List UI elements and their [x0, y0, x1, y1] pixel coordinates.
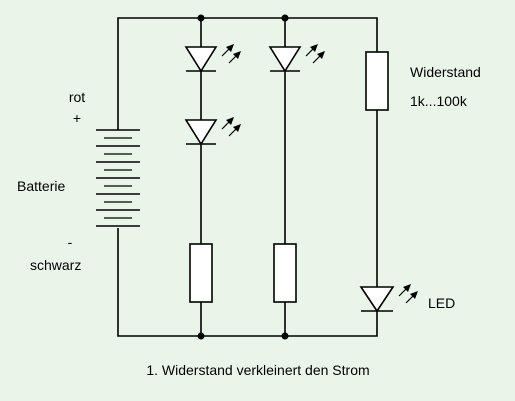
- resistor-branch-1: [189, 243, 213, 303]
- resistor-branch-2: [273, 243, 297, 303]
- led-icon: [184, 117, 241, 146]
- led-name-label: LED: [428, 295, 455, 311]
- wires: [117, 17, 378, 337]
- junction-node: [281, 14, 289, 22]
- resistor-variable: [365, 51, 389, 111]
- junction-node: [197, 332, 205, 340]
- battery-name-label: Batterie: [17, 178, 65, 194]
- led-icon: [268, 44, 325, 73]
- battery-symbol: [96, 129, 140, 227]
- top-rail-wire: [117, 17, 378, 130]
- led-icon: [359, 284, 418, 313]
- battery-minus-sign-label: -: [68, 234, 73, 250]
- battery-minus-color-label: schwarz: [30, 257, 81, 273]
- bottom-rail-wire: [117, 228, 378, 337]
- junction-node: [197, 14, 205, 22]
- resistor-range-label: 1k...100k: [410, 93, 468, 109]
- junction-nodes: [197, 14, 289, 340]
- caption: 1. Widerstand verkleinert den Strom: [146, 362, 369, 378]
- led-icon: [184, 44, 241, 73]
- battery-plus-sign-label: +: [73, 110, 81, 126]
- resistor-name-label: Widerstand: [410, 64, 481, 80]
- junction-node: [281, 332, 289, 340]
- battery-plus-color-label: rot: [69, 89, 85, 105]
